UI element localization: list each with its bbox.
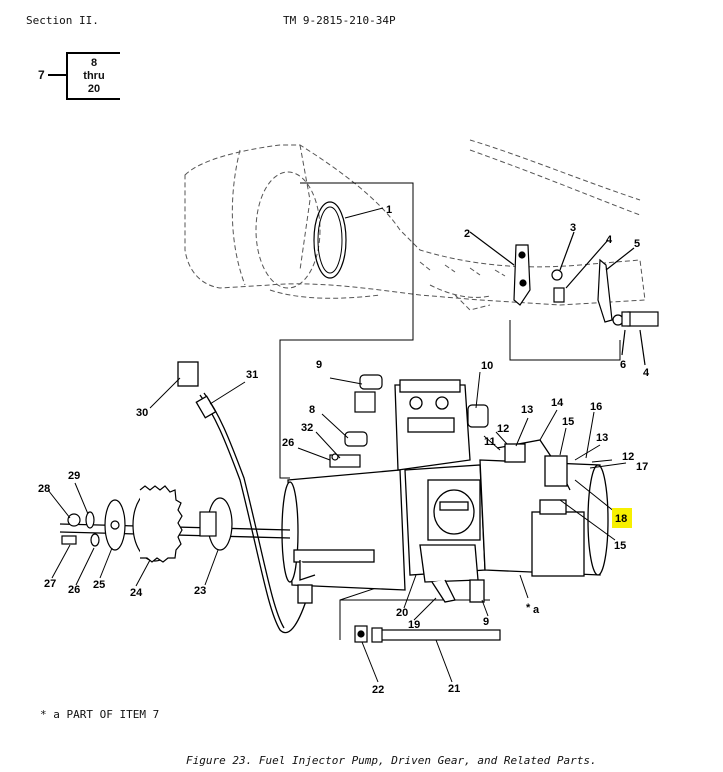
highlight-marker [612, 508, 632, 528]
callout-label: 13 [596, 432, 608, 444]
callout-label: 3 [570, 222, 576, 234]
mount-bracket-group [469, 231, 659, 366]
callout-label: 16 [590, 401, 602, 413]
ref-leader [48, 74, 66, 76]
callout-label: 10 [481, 360, 493, 372]
leader-lines [47, 371, 627, 683]
callout-label: 23 [194, 585, 206, 597]
ref-box: 8 thru 20 [66, 52, 120, 100]
injector-pump-body [59, 379, 609, 603]
callout-label: 20 [396, 607, 408, 619]
callout-labels: 1 2 3 4 5 6 4 9 10 31 30 8 32 26 13 14 1… [38, 204, 650, 696]
callout-label: 4 [643, 367, 650, 379]
callout-label: 12 [497, 423, 509, 435]
callout-label: 26 [282, 437, 294, 449]
callout-label: 25 [93, 579, 105, 591]
callout-label: 32 [301, 422, 313, 434]
callout-label: a [533, 604, 540, 616]
callout-label: 6 [620, 359, 626, 371]
callout-label: 12 [622, 451, 634, 463]
callout-label: 9 [316, 359, 322, 371]
gasket [344, 207, 384, 219]
callout-label: 11 [484, 436, 496, 448]
callout-label: 4 [606, 234, 613, 246]
callout-label: 9 [483, 616, 489, 628]
fuel-line [177, 361, 313, 634]
section-label: Section II. [26, 14, 99, 27]
figure-caption: Figure 23. Fuel Injector Pump, Driven Ge… [186, 754, 597, 767]
callout-label: 13 [521, 404, 533, 416]
callout-label: 17 [636, 461, 648, 473]
callout-label: 8 [309, 404, 315, 416]
callout-label: 31 [246, 369, 258, 381]
callout-label: 15 [562, 416, 574, 428]
tm-number: TM 9-2815-210-34P [283, 14, 396, 27]
callout-label: 18 [615, 513, 627, 525]
callout-label: 5 [634, 238, 640, 250]
callout-label: 14 [551, 397, 564, 409]
callout-label: 2 [464, 228, 470, 240]
callout-label: 28 [38, 483, 50, 495]
callout-label: 22 [372, 684, 384, 696]
callout-label: 15 [614, 540, 626, 552]
callout-label: 29 [68, 470, 80, 482]
callout-label: 19 [408, 619, 420, 631]
ref-line: 20 [87, 83, 101, 95]
callout-label: 30 [136, 407, 148, 419]
rod-assembly [354, 625, 501, 643]
callout-label: 1 [386, 204, 392, 216]
engine-block-outline [184, 139, 646, 311]
driven-gear-assembly [61, 485, 233, 563]
ref-callout: 7 [38, 68, 45, 82]
asterisk-mark: * [526, 602, 531, 614]
footnote: * a PART OF ITEM 7 [40, 708, 160, 721]
fittings [329, 374, 489, 468]
bracket-lines [279, 182, 621, 640]
callout-label: 21 [448, 683, 460, 695]
ref-line: thru [83, 70, 105, 82]
callout-label: 24 [130, 587, 143, 599]
callout-label: 27 [44, 578, 56, 590]
ref-line: 8 [90, 57, 98, 69]
callout-label: 26 [68, 584, 80, 596]
